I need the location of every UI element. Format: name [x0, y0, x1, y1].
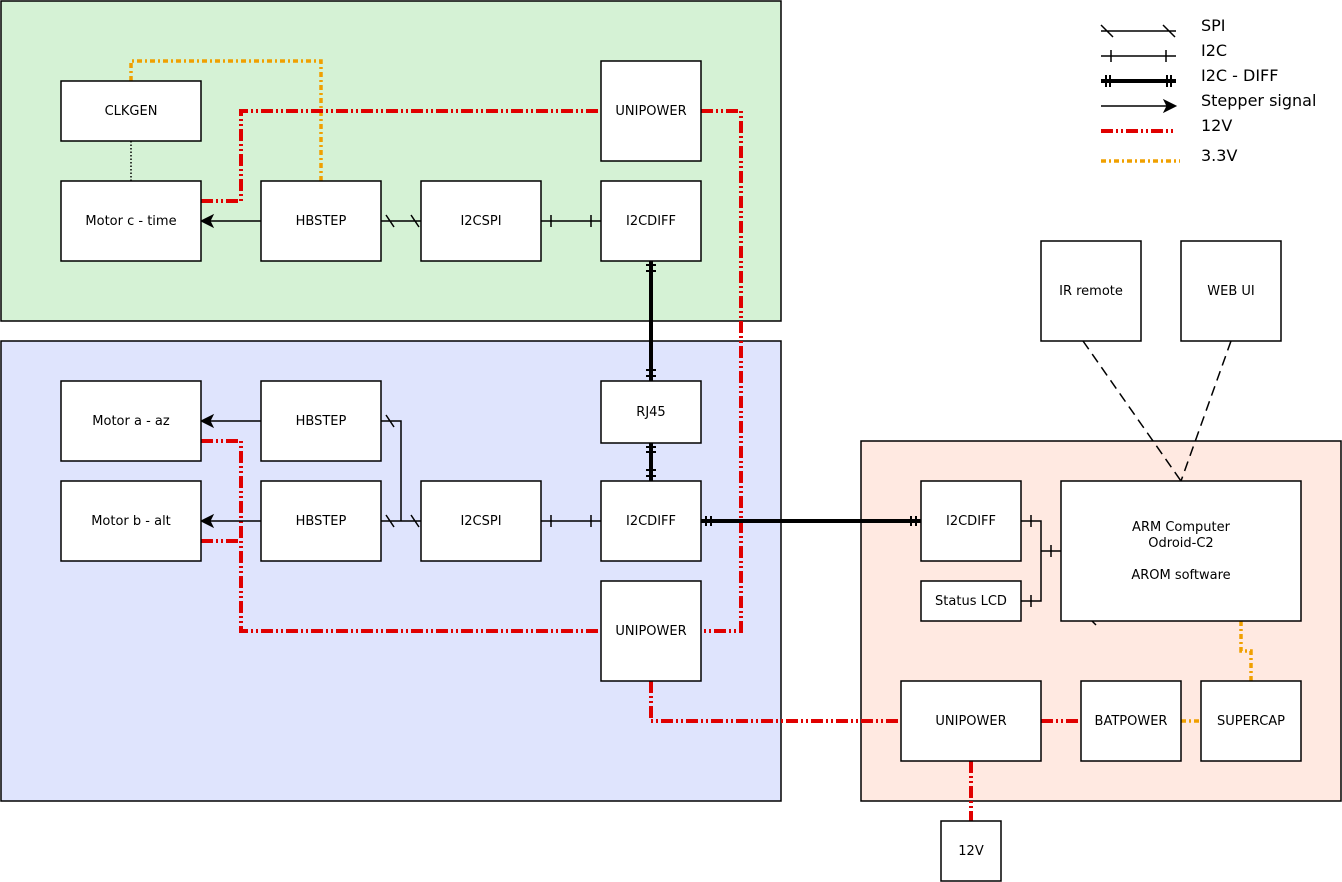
legend-i2c-diff: I2C - DIFF — [1201, 66, 1278, 85]
power-12v-left — [201, 439, 601, 633]
i2c-left — [541, 515, 601, 527]
legend-3v3: 3.3V — [1201, 146, 1237, 165]
power-12v-trunk — [701, 109, 743, 633]
spi-top — [381, 214, 421, 228]
box-rj45: RJ45 — [600, 380, 702, 444]
arm-line1: ARM Computer — [1132, 520, 1231, 535]
batpower-label: BATPOWER — [1095, 714, 1168, 729]
link-ir-remote — [1082, 340, 1182, 482]
power-12v-to-main — [649, 681, 901, 723]
box-web-ui: WEB UI — [1180, 240, 1282, 342]
box-arm-computer: ARM Computer Odroid-C2 AROM software — [1060, 480, 1302, 622]
power-3v3-top — [129, 59, 323, 181]
box-motor-c: Motor c - time — [60, 180, 202, 262]
arrow-c — [199, 213, 215, 229]
i2cdiff-top-label: I2CDIFF — [626, 214, 676, 229]
rj45-label: RJ45 — [636, 405, 665, 420]
link-web-ui — [1180, 340, 1232, 482]
motor-a-label: Motor a - az — [92, 414, 170, 429]
i2c-top — [541, 215, 601, 227]
box-i2cdiff-left: I2CDIFF — [600, 480, 702, 562]
ir-remote-label: IR remote — [1059, 284, 1123, 299]
power-12v-top — [201, 109, 601, 203]
box-hbstep-a: HBSTEP — [260, 380, 382, 462]
box-i2cdiff-right: I2CDIFF — [920, 480, 1022, 562]
box-supercap: SUPERCAP — [1200, 680, 1302, 762]
legend: SPI I2C I2C - DIFF Stepper signal 12V 3.… — [1100, 16, 1316, 165]
spi-left — [381, 414, 421, 528]
arm-line3: AROM software — [1131, 568, 1230, 583]
input-12v-label: 12V — [958, 844, 984, 859]
status-lcd-label: Status LCD — [935, 594, 1007, 609]
motor-c-label: Motor c - time — [85, 214, 176, 229]
legend-spi-line — [1100, 24, 1176, 38]
legend-12v: 12V — [1201, 116, 1232, 135]
legend-stepper-arrow — [1162, 98, 1178, 114]
unipower-left-label: UNIPOWER — [615, 624, 686, 639]
i2c-right — [1021, 515, 1061, 607]
box-i2cspi-top: I2CSPI — [420, 180, 542, 262]
box-batpower: BATPOWER — [1080, 680, 1182, 762]
power-3v3-supercap — [1239, 621, 1253, 681]
box-i2cdiff-top: I2CDIFF — [600, 180, 702, 262]
legend-stepper: Stepper signal — [1201, 91, 1316, 110]
box-clkgen: CLKGEN — [60, 80, 202, 142]
box-motor-b: Motor b - alt — [60, 480, 202, 562]
motor-b-label: Motor b - alt — [91, 514, 171, 529]
legend-spi: SPI — [1201, 16, 1226, 35]
unipower-right-label: UNIPOWER — [935, 714, 1006, 729]
hbstep-a-label: HBSTEP — [296, 414, 347, 429]
hbstep-b-label: HBSTEP — [296, 514, 347, 529]
supercap-label: SUPERCAP — [1217, 714, 1285, 729]
legend-i2c: I2C — [1201, 41, 1227, 60]
arrow-a — [199, 413, 215, 429]
box-ir-remote: IR remote — [1040, 240, 1142, 342]
i2cdiff-right-label: I2CDIFF — [946, 514, 996, 529]
web-ui-label: WEB UI — [1207, 284, 1254, 299]
unipower-top-label: UNIPOWER — [615, 104, 686, 119]
i2cspi-left-label: I2CSPI — [460, 514, 501, 529]
clkgen-label: CLKGEN — [105, 104, 158, 119]
i2cspi-top-label: I2CSPI — [460, 214, 501, 229]
box-status-lcd: Status LCD — [920, 580, 1022, 622]
legend-diff-caps — [1105, 75, 1172, 87]
box-unipower-left: UNIPOWER — [600, 580, 702, 682]
box-i2cspi-left: I2CSPI — [420, 480, 542, 562]
legend-i2c-line — [1101, 50, 1176, 62]
box-motor-a: Motor a - az — [60, 380, 202, 462]
box-unipower-right: UNIPOWER — [900, 680, 1042, 762]
box-hbstep-b: HBSTEP — [260, 480, 382, 562]
box-unipower-top: UNIPOWER — [600, 60, 702, 162]
i2cdiff-left-label: I2CDIFF — [626, 514, 676, 529]
arrow-b — [199, 513, 215, 529]
arm-line2: Odroid-C2 — [1148, 536, 1213, 551]
hbstep-top-label: HBSTEP — [296, 214, 347, 229]
box-hbstep-top: HBSTEP — [260, 180, 382, 262]
box-12v-input: 12V — [940, 820, 1002, 882]
diff-caps — [646, 264, 917, 526]
